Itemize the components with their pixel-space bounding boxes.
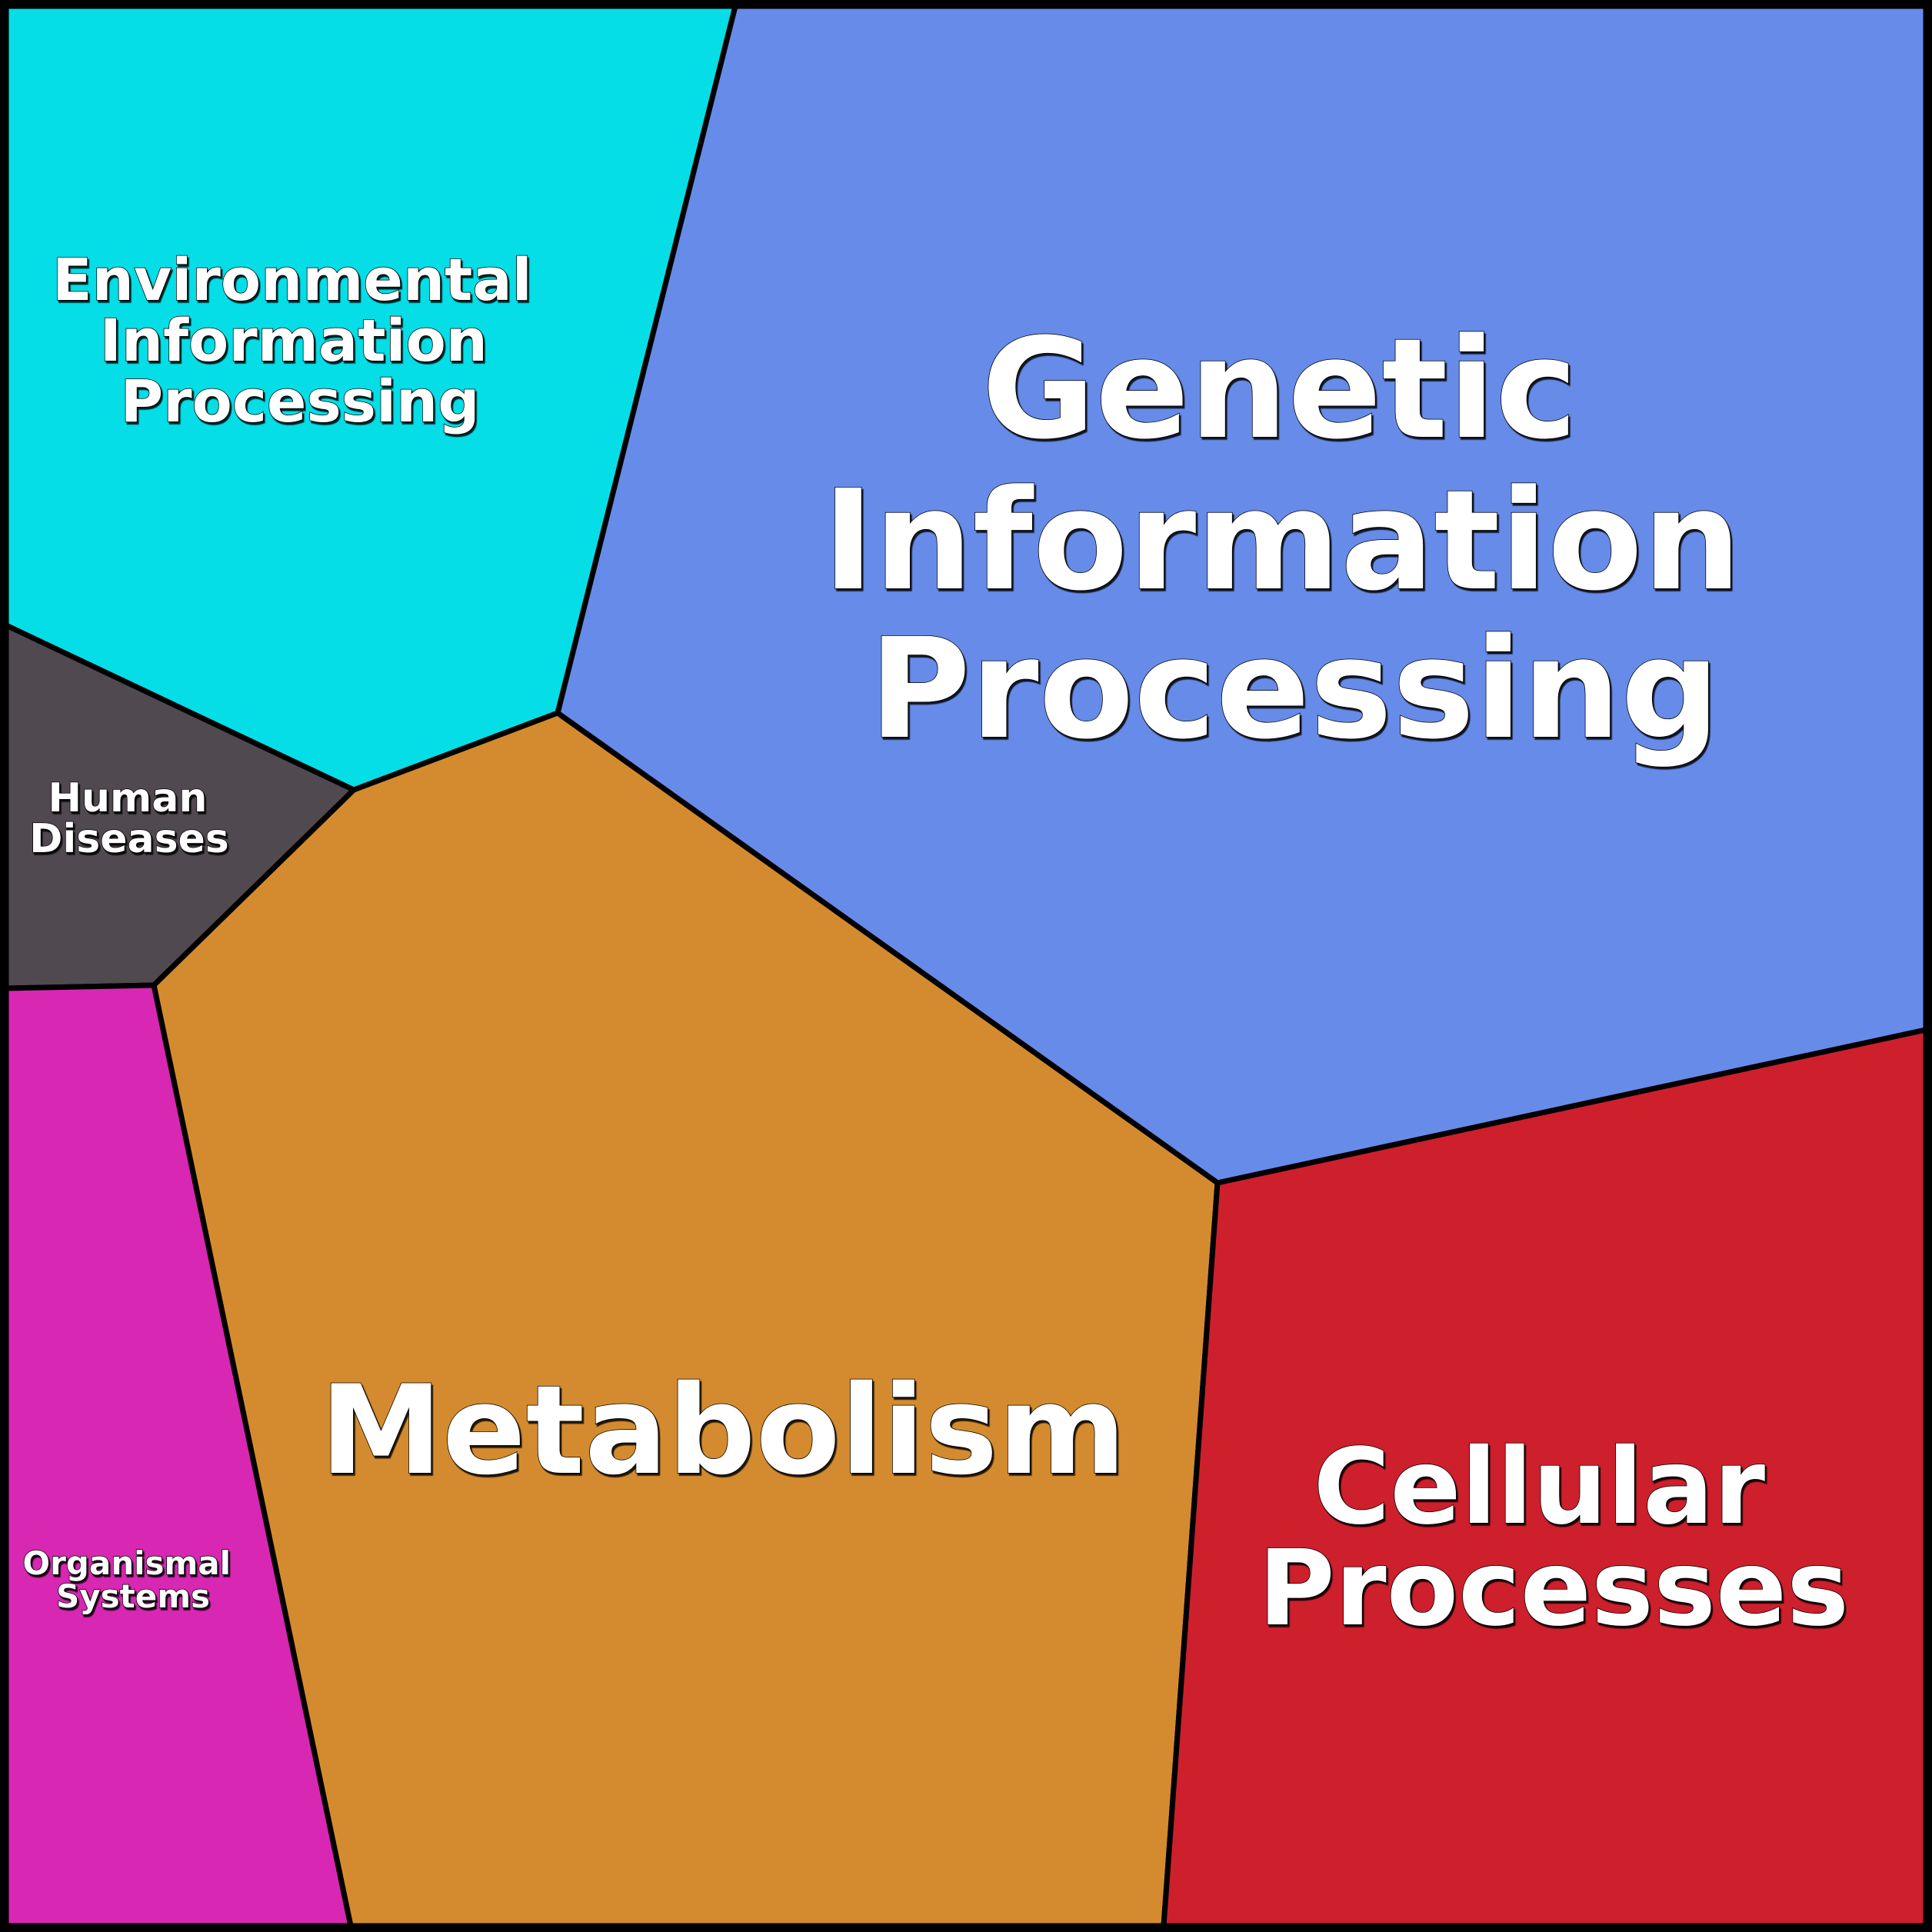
label-line: Human	[48, 775, 208, 821]
category-label: Human Diseases	[29, 775, 228, 862]
label-line: Information	[822, 461, 1740, 621]
label-line: Metabolism	[320, 1358, 1126, 1502]
category-label: Environmental Information Processing	[52, 245, 552, 435]
category-label: Cellular Processes	[1258, 1427, 1849, 1650]
label-line: Environmental	[52, 245, 532, 314]
label-line: Information	[100, 306, 488, 375]
category-label: Organismal Systems	[22, 1544, 242, 1615]
label-line: Cellular	[1314, 1427, 1766, 1548]
label-line: Systems	[56, 1577, 210, 1615]
label-line: Diseases	[29, 816, 228, 862]
cell-environmental-information-processing[interactable]: Environmental Information Processing	[3, 3, 739, 793]
category-label: Genetic Information Processing	[822, 309, 1789, 770]
label-line: Processing	[869, 609, 1720, 770]
category-label: Metabolism	[320, 1358, 1126, 1502]
cell-genetic-information-processing[interactable]: Genetic Information Processing	[555, 3, 1929, 1186]
label-line: Genetic	[981, 309, 1577, 470]
label-line: Processing	[120, 367, 479, 435]
label-line: Processes	[1258, 1528, 1849, 1650]
label-line: Organismal	[22, 1544, 231, 1582]
